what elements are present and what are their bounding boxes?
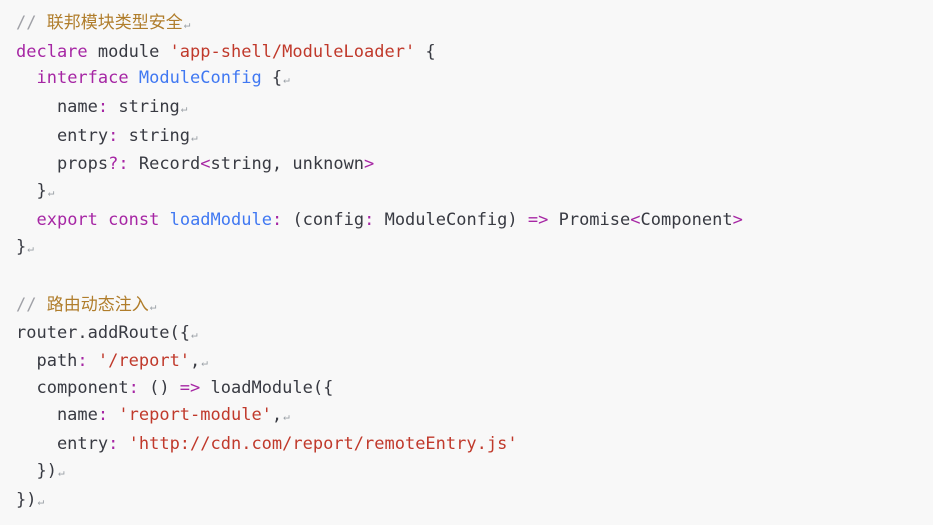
code-token: => bbox=[179, 378, 201, 398]
code-token: : bbox=[108, 126, 119, 146]
code-token bbox=[98, 210, 108, 230]
code-token: module bbox=[87, 42, 170, 62]
code-line: name: string↵ bbox=[16, 94, 187, 120]
return-mark-icon: ↵ bbox=[283, 410, 290, 423]
code-token: '/report' bbox=[97, 351, 191, 371]
code-line: interface ModuleConfig {↵ bbox=[16, 65, 290, 91]
code-line: }↵ bbox=[16, 234, 34, 260]
code-token bbox=[129, 68, 139, 88]
code-line: })↵ bbox=[16, 487, 44, 513]
code-line: export const loadModule: (config: Module… bbox=[16, 207, 743, 233]
code-token: > bbox=[364, 154, 375, 174]
return-mark-icon: ↵ bbox=[191, 131, 198, 144]
code-token: // bbox=[16, 295, 47, 315]
code-token: component bbox=[16, 378, 129, 398]
code-token: loadModule bbox=[169, 210, 272, 230]
code-line: component: () => loadModule({ bbox=[16, 375, 333, 401]
code-token: string bbox=[108, 97, 180, 117]
code-token: ?: bbox=[108, 154, 129, 174]
code-token: }) bbox=[16, 490, 37, 510]
code-token bbox=[16, 210, 36, 230]
code-token: : bbox=[271, 210, 283, 230]
code-token: } bbox=[16, 237, 27, 257]
code-token: < bbox=[630, 210, 641, 230]
code-token: : bbox=[364, 210, 375, 230]
code-token: }) bbox=[16, 461, 57, 481]
return-mark-icon: ↵ bbox=[183, 18, 191, 31]
return-mark-icon: ↵ bbox=[27, 242, 34, 255]
code-line: router.addRoute({↵ bbox=[16, 320, 198, 346]
code-token: : bbox=[108, 434, 119, 454]
code-line: name: 'report-module',↵ bbox=[16, 402, 290, 428]
code-token: string, unknown bbox=[210, 154, 365, 174]
code-line: path: '/report',↵ bbox=[16, 348, 208, 374]
code-line: entry: 'http://cdn.com/report/remoteEntr… bbox=[16, 431, 518, 457]
code-token: => bbox=[527, 210, 549, 230]
code-token: Promise bbox=[548, 210, 631, 230]
code-token: : bbox=[97, 405, 109, 425]
code-token: { bbox=[261, 68, 283, 88]
code-token bbox=[108, 405, 118, 425]
code-line: props?: Record<string, unknown> bbox=[16, 151, 374, 177]
return-mark-icon: ↵ bbox=[191, 328, 198, 341]
code-token bbox=[16, 68, 36, 88]
code-token: entry bbox=[16, 434, 109, 454]
code-token: router.addRoute({ bbox=[16, 323, 190, 343]
code-token: 'app-shell/ModuleLoader' bbox=[169, 42, 416, 62]
code-line: declare module 'app-shell/ModuleLoader' … bbox=[16, 39, 436, 65]
code-line: entry: string↵ bbox=[16, 123, 198, 149]
return-mark-icon: ↵ bbox=[47, 186, 55, 199]
code-token: props bbox=[16, 154, 109, 174]
code-token: < bbox=[200, 154, 211, 174]
code-token: entry bbox=[16, 126, 109, 146]
code-token: string bbox=[118, 126, 191, 146]
code-line: }↵ bbox=[16, 178, 54, 204]
code-token: , bbox=[190, 351, 201, 371]
code-token: , bbox=[271, 405, 283, 425]
code-token: } bbox=[16, 181, 47, 201]
code-token: { bbox=[415, 42, 436, 62]
code-line: })↵ bbox=[16, 458, 65, 484]
code-token: (config bbox=[282, 210, 365, 230]
code-token: 'report-module' bbox=[118, 405, 272, 425]
code-token: const bbox=[108, 210, 160, 230]
code-line: // 路由动态注入↵ bbox=[16, 292, 156, 318]
code-token: 'http://cdn.com/report/remoteEntry.js' bbox=[128, 434, 518, 454]
code-token: Record bbox=[128, 154, 201, 174]
code-token bbox=[159, 210, 169, 230]
code-token: Component bbox=[640, 210, 733, 230]
code-token: ModuleConfig bbox=[138, 68, 262, 88]
code-token: ModuleConfig) bbox=[374, 210, 528, 230]
code-token: declare bbox=[16, 42, 88, 62]
code-token: () bbox=[138, 378, 180, 398]
return-mark-icon: ↵ bbox=[57, 466, 65, 479]
code-token: : bbox=[128, 378, 139, 398]
code-token: > bbox=[732, 210, 743, 230]
return-mark-icon: ↵ bbox=[180, 102, 188, 115]
code-token: name bbox=[16, 97, 98, 117]
code-token: path bbox=[16, 351, 78, 371]
code-token: export bbox=[36, 210, 98, 230]
return-mark-icon: ↵ bbox=[283, 73, 290, 86]
code-token: // bbox=[16, 13, 47, 33]
code-token: 联邦模块类型安全 bbox=[46, 13, 183, 33]
code-token: 路由动态注入 bbox=[46, 295, 149, 315]
return-mark-icon: ↵ bbox=[149, 300, 157, 313]
code-token: loadModule({ bbox=[200, 378, 334, 398]
code-token: interface bbox=[36, 68, 129, 88]
code-token: : bbox=[97, 97, 109, 117]
return-mark-icon: ↵ bbox=[37, 495, 45, 508]
code-line: // 联邦模块类型安全↵ bbox=[16, 10, 190, 36]
return-mark-icon: ↵ bbox=[201, 356, 208, 369]
code-token: : bbox=[77, 351, 88, 371]
code-token bbox=[88, 351, 98, 371]
code-token: name bbox=[16, 405, 98, 425]
code-token bbox=[118, 434, 128, 454]
